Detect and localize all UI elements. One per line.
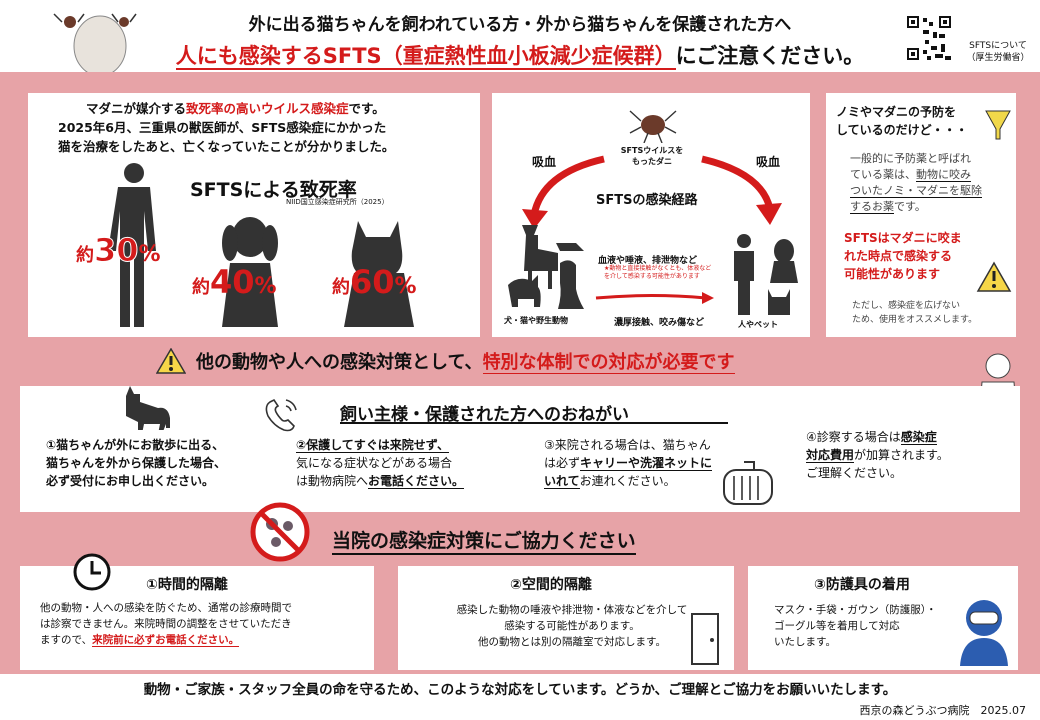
dog-silhouette-icon <box>222 217 278 327</box>
fluids-note: ★動物と直接接触がなくとも、体液など を介して感染する可能性があります <box>604 265 712 280</box>
banner-cooperation: 当院の感染症対策にご協力ください <box>332 526 636 555</box>
prevention-panel: ノミやマダニの予防を しているのだけど・・・ 一般的に予防薬と呼ばれ ている薬は… <box>826 93 1016 337</box>
request-item-1: ①猫ちゃんが外にお散歩に出る、 猫ちゃんを外から保護した場合、 必ず受付にお申し… <box>46 438 227 488</box>
rate-dog: 約40% <box>192 263 277 301</box>
pet-carrier-icon <box>723 461 773 505</box>
fatality-panel: マダニが媒介する致死率の高いウイルス感染症です。 2025年6月、三重県の獣医師… <box>28 93 480 337</box>
route-title: SFTSの感染経路 <box>596 193 698 208</box>
door-icon <box>691 613 719 665</box>
footer-message: 動物・ご家族・スタッフ全員の命を守るため、このような対応をしています。どうか、ご… <box>143 682 897 698</box>
clinic-name: 西京の森どうぶつ病院 2025.07 <box>859 704 1027 717</box>
tick-caption: SFTSウイルスを もったダニ <box>620 146 684 166</box>
measure-body: 他の動物・人への感染を防ぐため、通常の診療時間で は診察できません。来院時間の調… <box>40 602 292 647</box>
wild-animals-icon <box>508 225 584 309</box>
request-item-3: ③来院される場合は、猫ちゃん は必ずキャリーや洗濯ネットに いれてお連れください… <box>544 438 713 489</box>
clock-icon <box>73 553 111 591</box>
rate-title: SFTSによる致死率 <box>190 179 357 201</box>
prevention-body: 一般的に予防薬と呼ばれ ている薬は、動物に咬み ついたノミ・マダニを駆除 するお… <box>850 152 982 214</box>
protective-gear-person-icon <box>960 600 1008 666</box>
right-label: 吸血 <box>756 155 781 169</box>
cat-silhouette-icon <box>344 221 414 327</box>
tick-illustration-icon <box>53 13 137 77</box>
header-line1: 外に出る猫ちゃんを飼われている方・外から猫ちゃんを保護された方へ <box>248 15 792 35</box>
infection-route-panel: SFTSウイルスを もったダニ 吸血 吸血 SFTSの感染経路 犬・猫や野生動物… <box>492 93 810 337</box>
fatality-intro: マダニが媒介する致死率の高いウイルス感染症です。 2025年6月、三重県の獣医師… <box>58 101 395 154</box>
people-label: 人やペット <box>738 320 778 329</box>
left-label: 吸血 <box>532 155 557 169</box>
measure-body: 感染した動物の唾液や排泄物・体液などを介して 感染する可能性があります。 他の動… <box>456 604 688 648</box>
qr-caption: SFTSについて （厚生労働省） <box>966 41 1030 63</box>
banner-special-measures: 他の動物や人への感染対策として、特別な体制での対応が必要です <box>196 352 735 374</box>
spray-bottle-icon <box>985 110 1011 140</box>
request-title-underline <box>340 422 728 424</box>
route-arrows <box>522 155 782 304</box>
people-pets-icon <box>734 234 798 315</box>
qr-code-icon[interactable] <box>905 14 953 62</box>
warning-icon <box>156 348 186 374</box>
measure-title: ①時間的隔離 <box>146 577 228 593</box>
contact-label: 濃厚接触、咬み傷など <box>614 318 705 328</box>
header-line2: 人にも感染するSFTS（重症熱性血小板減少症候群）にご注意ください。 <box>175 44 865 70</box>
header <box>0 0 1040 72</box>
rate-source: NIID国立感染症研究所（2025） <box>286 198 389 206</box>
measure-space-isolation: ②空間的隔離 感染した動物の唾液や排泄物・体液などを介して 感染する可能性があり… <box>398 566 734 670</box>
human-silhouette-icon <box>108 163 156 327</box>
warning-icon <box>976 261 1012 292</box>
rate-human: 約30% <box>76 231 161 270</box>
rate-cat: 約60% <box>332 263 417 301</box>
cat-icon <box>126 386 170 430</box>
owner-request-panel: 飼い主様・保護された方へのおねがい ①猫ちゃんが外にお散歩に出る、 猫ちゃんを外… <box>20 386 1020 512</box>
phone-icon <box>265 398 297 432</box>
measure-body: マスク・手袋・ガウン（防護服）・ ゴーグル等を着用して対応 いたします。 <box>774 604 937 648</box>
request-item-2: ②保護してすぐは来院せず、気になる症状などがある場合 は動物病院へお電話ください… <box>296 438 465 489</box>
animals-label: 犬・猫や野生動物 <box>504 316 568 325</box>
prevention-warning: SFTSはマダニに咬ま れた時点で感染する 可能性があります <box>844 231 962 281</box>
tick-photo-icon <box>629 110 677 143</box>
measure-title: ③防護具の着用 <box>814 577 910 593</box>
request-item-4: ④診察する場合は感染症 対応費用が加算されます。 ご理解ください。 <box>806 430 949 480</box>
measure-protective-gear: ③防護具の着用 マスク・手袋・ガウン（防護服）・ ゴーグル等を着用して対応 いた… <box>748 566 1018 670</box>
fluids-label: 血液や唾液、排泄物など <box>598 256 698 266</box>
request-title: 飼い主様・保護された方へのおねがい <box>340 405 629 425</box>
measure-time-isolation: ①時間的隔離 他の動物・人への感染を防ぐため、通常の診療時間で は診察できません… <box>20 553 374 670</box>
prevention-note: ただし、感染症を広げない ため、使用をオススメします。 <box>852 301 978 325</box>
no-virus-icon <box>250 502 310 562</box>
measure-title: ②空間的隔離 <box>510 577 592 593</box>
prevention-title: ノミやマダニの予防を しているのだけど・・・ <box>836 105 968 137</box>
